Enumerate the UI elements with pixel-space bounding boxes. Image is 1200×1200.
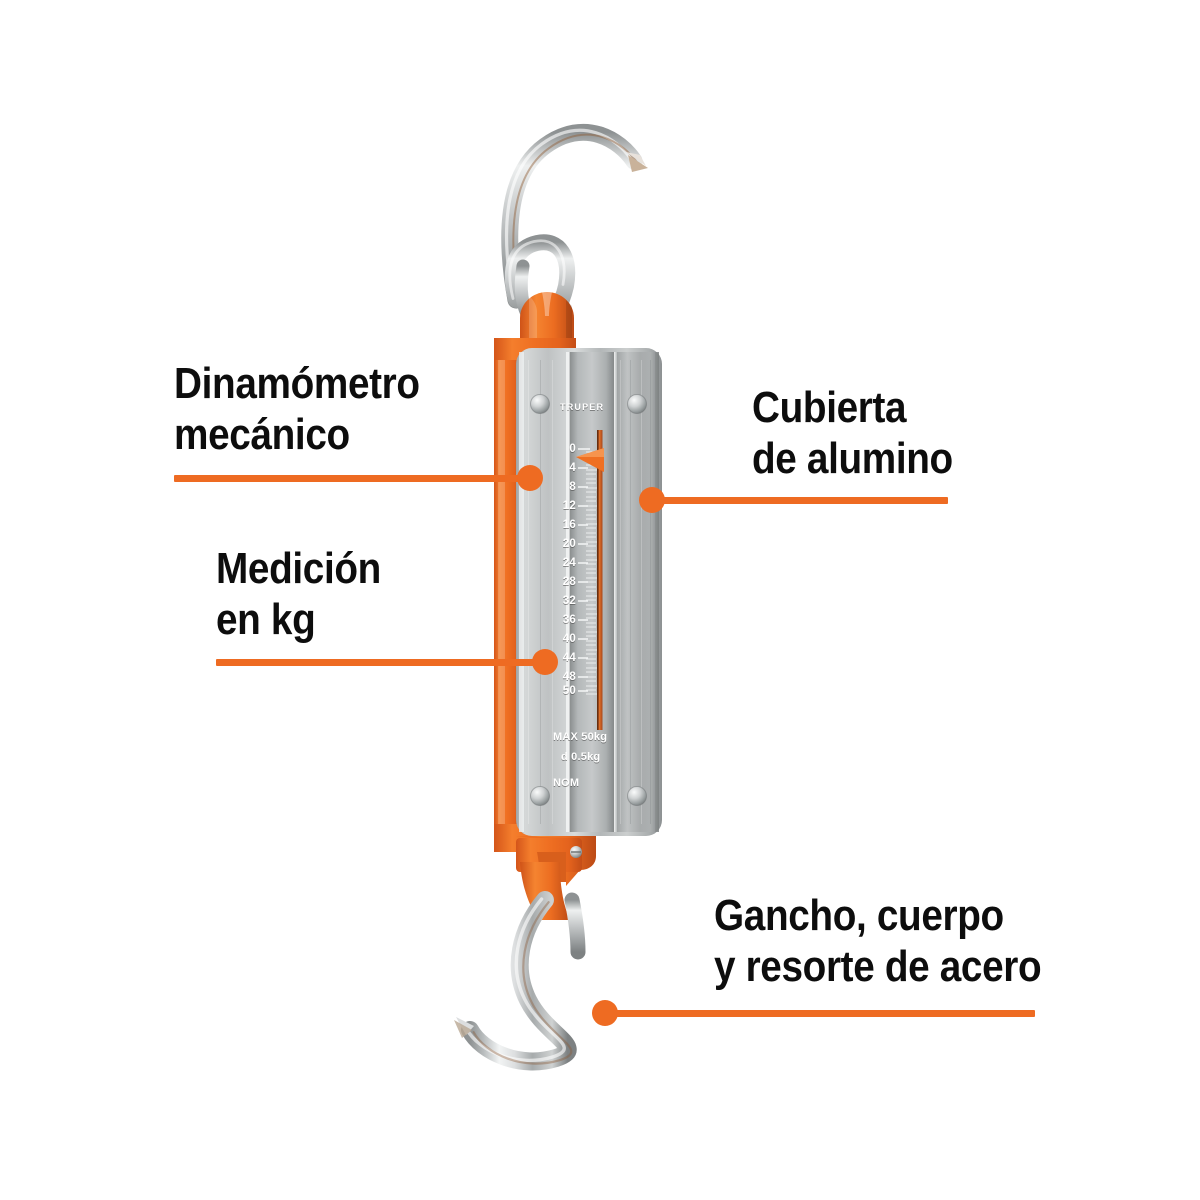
scale-tick-16: 16 [562,519,576,531]
scale-max-label: MAX 50kg [553,731,608,743]
bottom-cap [516,836,596,920]
callout-gancho-cuerpo-y-resorte-de-acero-line2: y resorte de acero [714,942,1042,992]
callout-gancho-cuerpo-y-resorte-de-acero-line1: Gancho, cuerpo [714,891,1004,940]
scale-tick-8: 8 [569,481,576,493]
scale-tick-48: 48 [562,671,576,683]
scale-tick-44: 44 [562,652,576,664]
top-cap [520,292,574,352]
scale-tick-28: 28 [562,576,576,588]
scale-tick-32: 32 [562,595,576,607]
callout-cubierta-de-alumino-line2: de alumino [752,434,953,484]
callout-cubierta-de-alumino-line1: Cubierta [752,383,907,432]
leader-dot-cubierta-de-alumino [639,487,665,513]
leader-line-cubierta-de-alumino [656,497,948,504]
leader-line-dinamometro-mecanico [174,475,534,482]
leader-dot-dinamometro-mecanico [517,465,543,491]
bottom-hook-icon [454,891,586,1071]
callout-medicion-en-kg-line2: en kg [216,595,316,645]
scale-tick-20: 20 [562,538,576,550]
scale-standard-label: NOM [553,777,580,789]
scale-brand-text: TRUPER [560,402,605,412]
callout-dinamometro-mecanico-line1: Dinamómetro [174,359,420,408]
scale-division-label: d 0.5kg [561,751,601,763]
scale-graduations [586,451,601,695]
scale-tick-40: 40 [562,633,576,645]
scale-tick-12: 12 [562,500,576,512]
scale-tick-36: 36 [562,614,576,626]
top-hook-icon [501,123,648,332]
scale-tick-24: 24 [562,557,576,569]
leader-dot-gancho-cuerpo-y-resorte-de-acero [592,1000,618,1026]
scale-tick-50: 50 [562,685,576,697]
scale-tick-4: 4 [569,462,576,474]
leader-line-gancho-cuerpo-y-resorte-de-acero [610,1010,1035,1017]
rivets [530,394,647,806]
leader-dot-medicion-en-kg [532,649,558,675]
scale-tick-0: 0 [569,443,576,455]
callout-medicion-en-kg-line1: Medición [216,544,381,593]
callout-dinamometro-mecanico-line2: mecánico [174,410,350,460]
leader-line-medicion-en-kg [216,659,550,666]
